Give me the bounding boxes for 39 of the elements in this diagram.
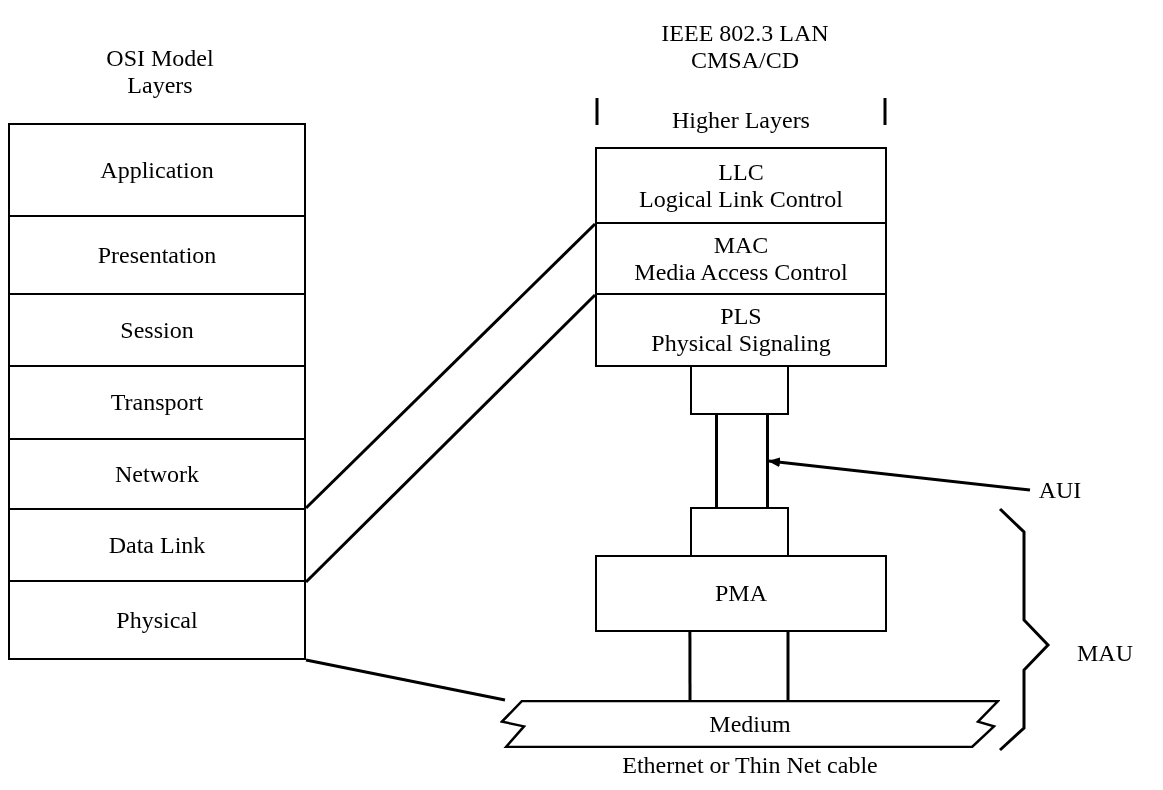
- layer-name: MAC: [713, 231, 769, 259]
- unit-label: MAU: [1076, 640, 1134, 667]
- layer-box: [8, 123, 306, 217]
- cable-band: [500, 700, 1000, 748]
- layer-name: Network: [115, 460, 199, 488]
- arrow: [768, 457, 1031, 492]
- layer-box: [595, 555, 887, 632]
- layer-name: Physical: [116, 606, 198, 634]
- layer-name: Medium: [709, 710, 791, 738]
- layer-name: Physical Signaling: [651, 330, 831, 357]
- layer-box: [8, 438, 306, 510]
- connector-box: [690, 365, 789, 415]
- layer-name: Application: [100, 156, 214, 184]
- layer-box: [8, 215, 306, 295]
- layer-box: [8, 580, 306, 660]
- standard-heading: IEEE 802.3 LAN CMSA/CD: [660, 20, 830, 74]
- layer-name: PLS: [720, 303, 762, 330]
- layer-name: Media Access Control: [634, 258, 848, 286]
- connector-box: [690, 507, 789, 557]
- layer-name: Logical Link Control: [639, 185, 843, 213]
- layer-name: PMA: [715, 580, 767, 607]
- connector-line: [786, 632, 790, 700]
- layer-box: [595, 147, 887, 224]
- layer-name: Session: [120, 316, 194, 344]
- cable-caption: Ethernet or Thin Net cable: [621, 752, 879, 779]
- layer-heading: Higher Layers: [671, 107, 811, 134]
- layer-box: [8, 508, 306, 582]
- layer-name: Transport: [110, 389, 204, 416]
- layer-box: [595, 222, 887, 295]
- interface-label: AUI: [1038, 476, 1082, 504]
- layer-box: [595, 293, 887, 367]
- layer-stack-heading: OSI Model Layers: [105, 45, 215, 99]
- connector-line: [688, 632, 692, 700]
- layer-box: [8, 365, 306, 440]
- connector-line: [305, 658, 506, 702]
- layer-box: [8, 293, 306, 367]
- layer-name: Presentation: [97, 241, 217, 269]
- layer-name: Data Link: [108, 531, 206, 559]
- layer-name: LLC: [718, 158, 764, 186]
